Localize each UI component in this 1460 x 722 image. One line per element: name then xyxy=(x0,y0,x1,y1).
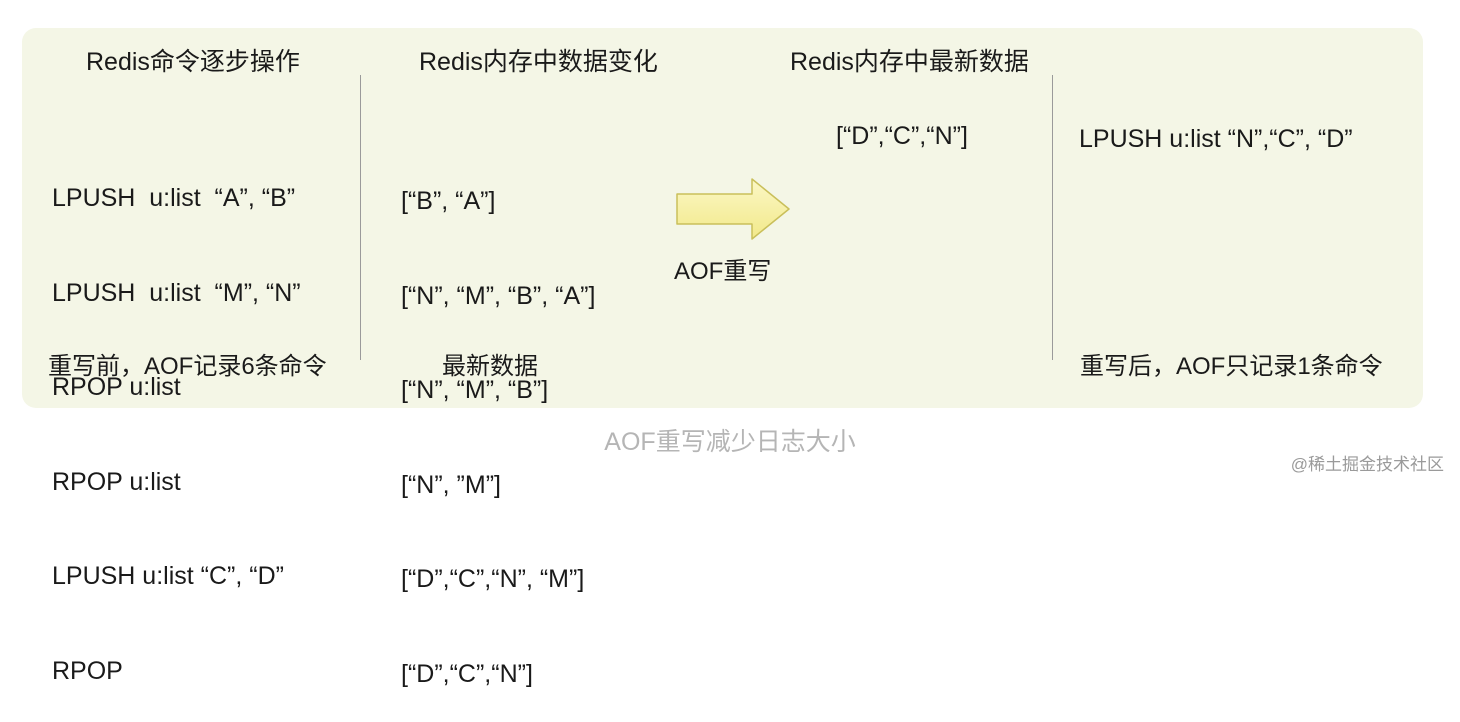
watermark: @稀土掘金技术社区 xyxy=(1290,455,1444,474)
command-item: LPUSH u:list “A”, “B” xyxy=(52,184,296,212)
latest-value: [“D”,“C”,“N”] xyxy=(836,122,968,150)
memory-state-item: [“B”, “A”] xyxy=(401,187,496,215)
column-divider-right xyxy=(1052,75,1053,360)
memory-state-item: [“N”, “M”, “B”] xyxy=(401,376,549,404)
memory-state-item: [“D”,“C”,“N”, “M”] xyxy=(401,565,585,593)
command-list: LPUSH u:list “A”, “B” LPUSH u:list “M”, … xyxy=(52,120,301,719)
latest-data-note: 最新数据 xyxy=(442,353,538,380)
memory-title: Redis内存中数据变化 xyxy=(419,48,658,76)
memory-state-item: [“N”, “M”, “B”, “A”] xyxy=(401,281,596,310)
command-item: LPUSH u:list “C”, “D” xyxy=(52,562,284,590)
column-divider-left xyxy=(360,75,361,360)
command-item: RPOP u:list xyxy=(52,373,181,401)
command-item: LPUSH u:list “M”, “N” xyxy=(52,278,301,307)
command-item: RPOP xyxy=(52,656,123,685)
command-item: RPOP u:list xyxy=(52,467,181,496)
latest-title: Redis内存中最新数据 xyxy=(790,48,1029,76)
memory-state-item: [“D”,“C”,“N”] xyxy=(401,659,533,688)
rewritten-command: LPUSH u:list “N”,“C”, “D” xyxy=(1079,125,1353,153)
after-rewrite-note: 重写后，AOF只记录1条命令 xyxy=(1080,353,1383,380)
rewrite-arrow-icon xyxy=(676,178,790,240)
before-rewrite-note: 重写前，AOF记录6条命令 xyxy=(48,353,327,380)
memory-state-item: [“N”, ”M”] xyxy=(401,470,501,499)
steps-title: Redis命令逐步操作 xyxy=(86,48,300,76)
figure-caption: AOF重写减少日志大小 xyxy=(604,428,856,456)
rewrite-label: AOF重写 xyxy=(674,258,772,285)
